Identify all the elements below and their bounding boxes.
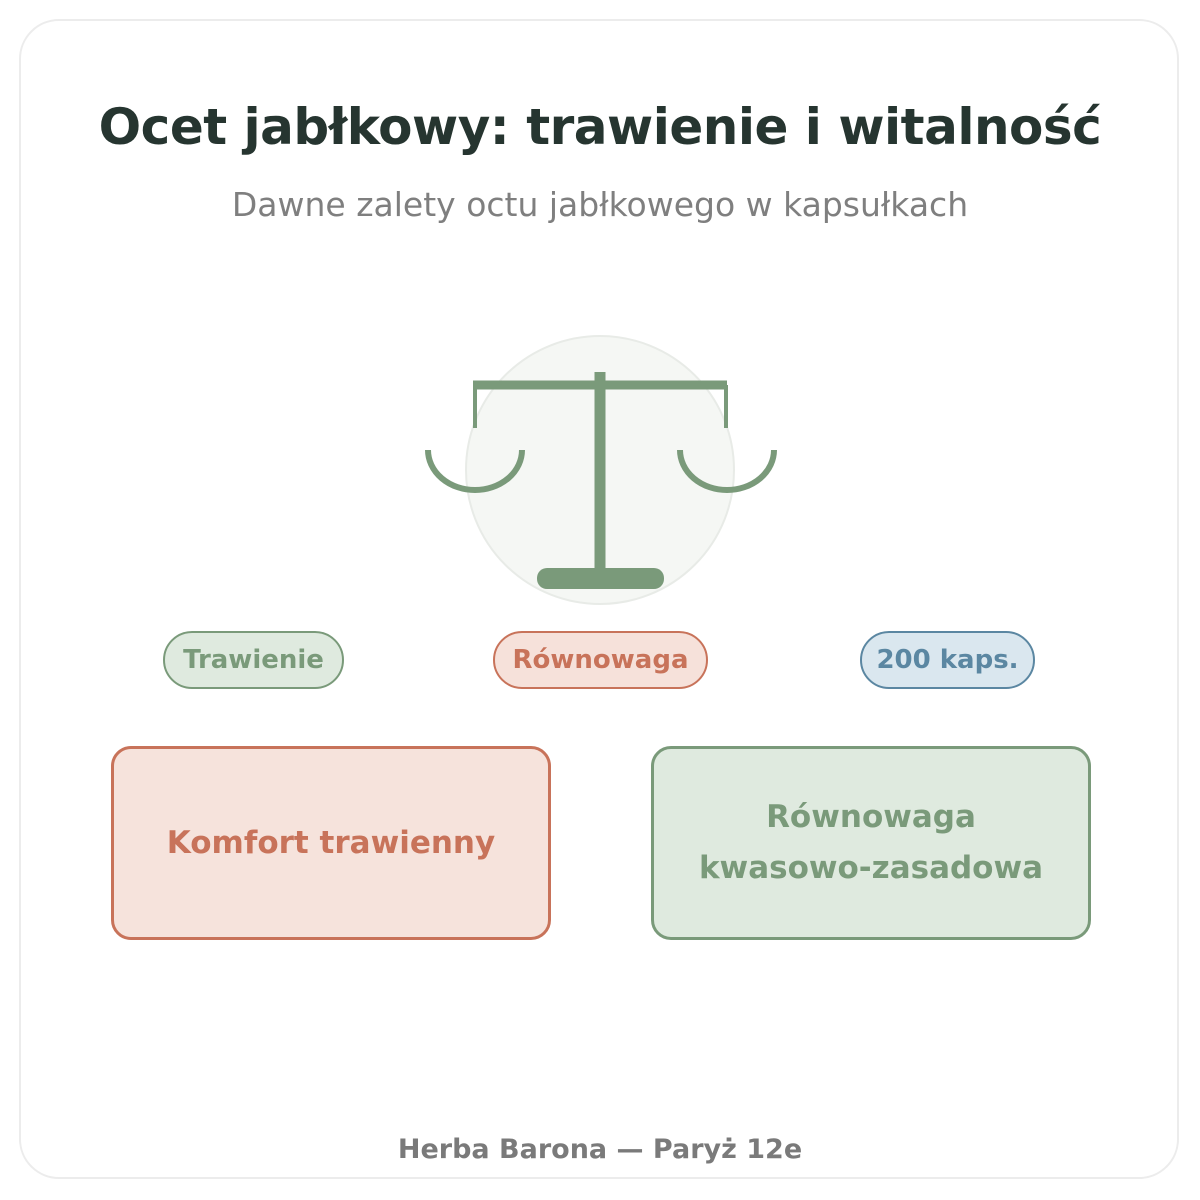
chip-digestion: Trawienie xyxy=(163,631,344,689)
benefit-card-acid-base-balance: Równowaga kwasowo-zasadowa xyxy=(651,746,1091,940)
balance-scale-icon xyxy=(425,335,777,605)
chip-balance: Równowaga xyxy=(493,631,708,689)
scale-right-pan xyxy=(677,449,777,493)
scale-left-pan xyxy=(425,449,525,493)
page-title: Ocet jabłkowy: trawienie i witalność xyxy=(98,98,1102,156)
benefit-card-line: kwasowo-zasadowa xyxy=(698,850,1044,886)
benefit-card-digestive-comfort: Komfort trawienny xyxy=(111,746,551,940)
scale-base xyxy=(537,568,664,589)
footer-brand: Herba Barona — Paryż 12e xyxy=(397,1134,803,1165)
page-subtitle: Dawne zalety octu jabłkowego w kapsułkac… xyxy=(231,185,969,224)
benefit-card-line: Równowaga xyxy=(766,799,976,835)
chip-capsules: 200 kaps. xyxy=(860,631,1035,689)
benefit-card-label: Równowaga kwasowo-zasadowa xyxy=(699,792,1043,894)
benefit-card-label: Komfort trawienny xyxy=(166,824,496,861)
